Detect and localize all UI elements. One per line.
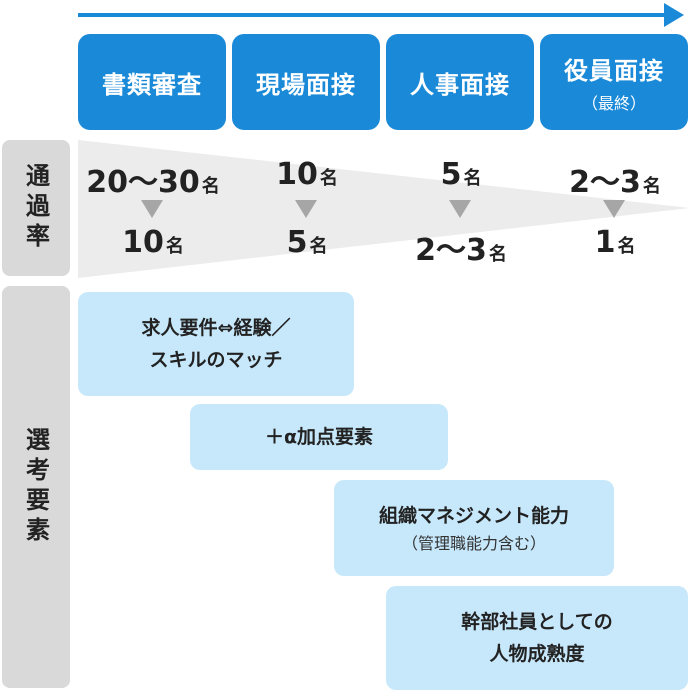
process-arrow-line xyxy=(78,13,668,17)
stage-label: 書類審査 xyxy=(102,70,202,99)
down-arrow-icon xyxy=(603,200,625,218)
stage-site-interview: 現場面接 xyxy=(232,34,380,130)
stage-hr-interview: 人事面接 xyxy=(386,34,534,130)
down-arrow-icon xyxy=(449,200,471,218)
stage-label: 現場面接 xyxy=(256,70,356,99)
element-sub: （管理職能力含む） xyxy=(401,534,546,553)
selection-element-management-ability: 組織マネジメント能力 （管理職能力含む） xyxy=(334,480,614,576)
element-line: スキルのマッチ xyxy=(149,349,283,371)
element-line: 人物成熟度 xyxy=(489,643,585,665)
pass-rate-side-label: 通過率 xyxy=(2,140,70,276)
selection-element-bonus-points: ＋α加点要素 xyxy=(190,404,448,470)
pass-rate-label: 通過率 xyxy=(21,163,50,253)
stage-document-screening: 書類審査 xyxy=(78,34,226,130)
element-line: 求人要件⇔経験／ xyxy=(141,317,291,339)
selection-factors-label: 選考要素 xyxy=(21,427,50,547)
down-arrow-icon xyxy=(141,200,163,218)
element-line: 組織マネジメント能力 xyxy=(378,505,569,527)
down-arrow-icon xyxy=(295,200,317,218)
stage-sublabel: （最終） xyxy=(581,93,646,113)
stage-executive-interview: 役員面接 （最終） xyxy=(540,34,688,130)
selection-factors-side-label: 選考要素 xyxy=(2,286,70,688)
process-arrow-head-icon xyxy=(664,3,684,27)
stage-label: 人事面接 xyxy=(410,70,510,99)
element-line: 幹部社員としての xyxy=(461,611,613,633)
selection-element-skill-match: 求人要件⇔経験／ スキルのマッチ xyxy=(78,292,354,396)
stage-label: 役員面接 xyxy=(564,56,664,85)
selection-element-executive-maturity: 幹部社員としての 人物成熟度 xyxy=(386,586,688,690)
element-line: ＋α加点要素 xyxy=(264,426,374,448)
funnel-shape xyxy=(78,140,690,278)
